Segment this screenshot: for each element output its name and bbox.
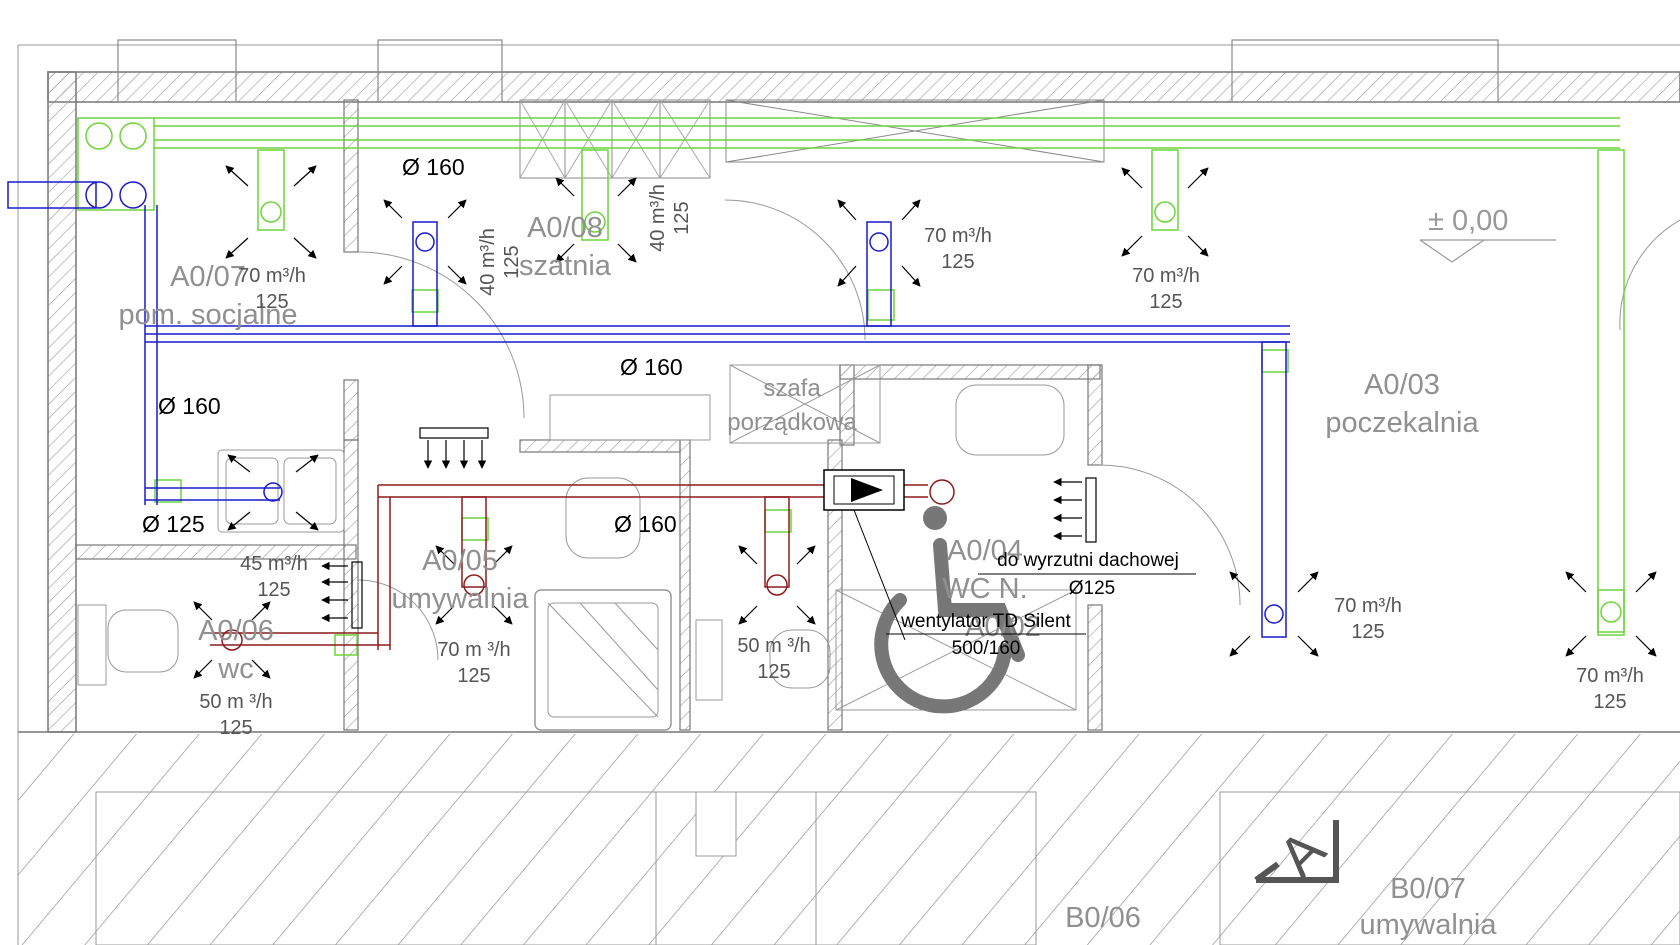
room-label-a0-05-name: umywalnia xyxy=(392,583,530,615)
room-labels: A0/07 pom. socjalne A0/08 szatnia A0/03 … xyxy=(119,212,1498,941)
cabinet-label-line1: szafa xyxy=(763,375,821,402)
roof-outlet-note: do wyrzutni dachowej xyxy=(997,550,1179,571)
flow-size: 125 xyxy=(457,665,490,687)
flow-size: 125 xyxy=(257,579,290,601)
room-label-a0-03-name: poczekalnia xyxy=(1325,407,1479,439)
flow-rate: 70 m ³/h xyxy=(437,639,510,661)
flow-size: 125 xyxy=(255,291,288,313)
doors-fixtures xyxy=(77,199,1680,731)
flow-size: 125 xyxy=(219,717,252,739)
level-mark-text: ± 0,00 xyxy=(1428,205,1508,237)
flow-rate: 70 m³/h xyxy=(1132,265,1200,287)
flow-size: 125 xyxy=(671,201,693,234)
flow-rate: 70 m³/h xyxy=(924,225,992,247)
room-label-b0-07-id: B0/07 xyxy=(1390,873,1466,905)
flow-size: 125 xyxy=(1149,291,1182,313)
room-label-a0-02: A0/02 xyxy=(965,611,1041,643)
diameter-label: Ø 160 xyxy=(620,354,683,380)
fan-symbol xyxy=(823,469,906,641)
room-label-a0-08-name: szatnia xyxy=(519,250,612,282)
diameter-label: Ø 160 xyxy=(614,511,677,537)
flow-size: 125 xyxy=(941,251,974,273)
flow-rate: 50 m ³/h xyxy=(199,691,272,713)
flow-size: 125 xyxy=(1593,691,1626,713)
diameter-label: Ø 160 xyxy=(402,154,465,180)
cabinet-label-line2: porządkowa xyxy=(727,409,857,436)
room-label-a0-04-id: A0/04 xyxy=(947,535,1023,567)
room-label-a0-07-name: pom. socjalne xyxy=(119,299,298,331)
room-label-a0-05-id: A0/05 xyxy=(422,545,498,577)
room-label-b0-07-name: umywalnia xyxy=(1360,909,1498,941)
supply-ducts xyxy=(7,181,1290,638)
flow-rate: 40 m³/h xyxy=(647,184,669,252)
flow-rate: 70 m³/h xyxy=(1334,595,1402,617)
fresh-air-ducts xyxy=(77,117,1625,656)
fan-notes: do wyrzutni dachowej Ø125 wentylator TD … xyxy=(886,550,1196,659)
flow-rate: 45 m³/h xyxy=(240,553,308,575)
room-label-a0-08-id: A0/08 xyxy=(527,212,603,244)
flow-rate: 70 m³/h xyxy=(1576,665,1644,687)
flow-rate: 70 m³/h xyxy=(238,265,306,287)
interior-walls xyxy=(75,99,1103,731)
diameter-label: Ø 160 xyxy=(158,393,221,419)
flow-rate: 40 m³/h xyxy=(477,228,499,296)
flow-size: 125 xyxy=(757,661,790,683)
ground-area xyxy=(18,734,1680,945)
flow-size: 125 xyxy=(501,245,523,278)
flow-size: 125 xyxy=(1351,621,1384,643)
room-label-a0-07-id: A0/07 xyxy=(170,261,246,293)
level-mark: ± 0,00 xyxy=(1419,205,1556,263)
diameter-label: Ø 125 xyxy=(142,511,205,537)
diameter-labels: Ø 160 Ø 160 Ø 160 Ø 160 Ø 125 xyxy=(142,154,683,537)
room-label-a0-04-name: WC N. xyxy=(942,573,1027,605)
fan-name-note: wentylator TD Silent xyxy=(900,611,1071,632)
room-label-a0-06-name: wc xyxy=(217,653,253,685)
roof-outlet-size: Ø125 xyxy=(1069,578,1115,599)
fan-size-note: 500/160 xyxy=(952,638,1021,659)
room-label-a0-03-id: A0/03 xyxy=(1364,369,1440,401)
airflow-labels: 70 m³/h 125 40 m³/h 125 40 m³/h 125 70 m… xyxy=(199,184,1644,739)
diffuser-arrows xyxy=(193,165,1657,679)
room-label-a0-06-id: A0/06 xyxy=(198,615,274,647)
room-label-b0-06: B0/06 xyxy=(1065,902,1141,934)
wheelchair-icon xyxy=(874,506,1025,714)
flow-rate: 50 m ³/h xyxy=(737,635,810,657)
